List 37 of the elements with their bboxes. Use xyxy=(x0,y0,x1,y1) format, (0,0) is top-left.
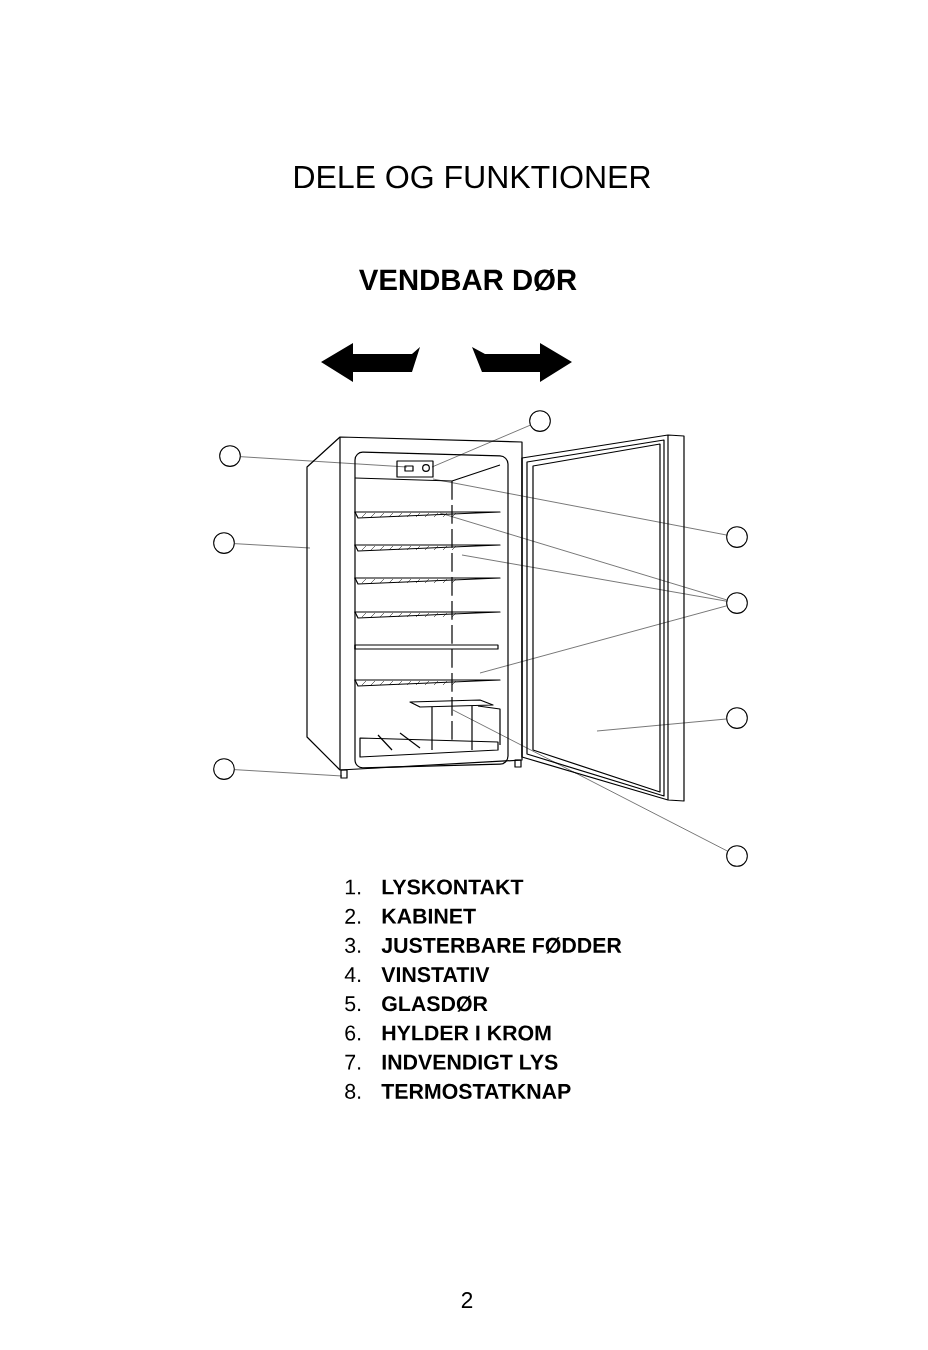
leader-line xyxy=(596,718,727,732)
leader-line xyxy=(461,554,727,602)
leader-line xyxy=(452,709,728,852)
leader-line xyxy=(240,456,408,468)
callout-circle xyxy=(213,758,235,780)
part-name: GLASDØR xyxy=(382,995,488,1012)
item-number: 1. xyxy=(345,879,361,895)
part-name: TERMOSTATKNAP xyxy=(381,1083,571,1099)
item-number: 2. xyxy=(345,908,361,924)
callout-circle xyxy=(219,445,241,467)
page-number: 2 xyxy=(461,1292,473,1308)
leader-line xyxy=(479,605,727,674)
callout-circle xyxy=(726,845,748,867)
part-name: INDVENDIGT LYS xyxy=(382,1054,558,1070)
leader-line xyxy=(234,543,311,549)
leader-line xyxy=(431,425,531,468)
section-heading: VENDBAR DØR xyxy=(359,268,577,292)
part-name: LYSKONTAKT xyxy=(382,879,524,895)
callout-circle xyxy=(529,410,551,432)
part-name: HYLDER I KROM xyxy=(382,1025,551,1041)
item-number: 7. xyxy=(345,1054,361,1070)
part-name: JUSTERBARE FØDDER xyxy=(381,937,622,954)
item-number: 8. xyxy=(345,1083,361,1099)
page-title: DELE OG FUNKTIONER xyxy=(295,165,651,189)
item-number: 3. xyxy=(345,937,361,953)
item-number: 5. xyxy=(345,996,361,1012)
callout-circle xyxy=(726,707,748,729)
callout-circle xyxy=(726,526,748,548)
leader-line xyxy=(439,512,727,601)
item-number: 6. xyxy=(345,1025,361,1041)
leader-line xyxy=(432,478,727,536)
part-name: KABINET xyxy=(382,908,476,924)
item-number: 4. xyxy=(344,967,361,982)
callout-circle xyxy=(213,532,235,554)
wine-cooler-drawing xyxy=(306,434,685,802)
callout-circle xyxy=(726,592,748,614)
part-name: VINSTATIV xyxy=(381,967,490,983)
